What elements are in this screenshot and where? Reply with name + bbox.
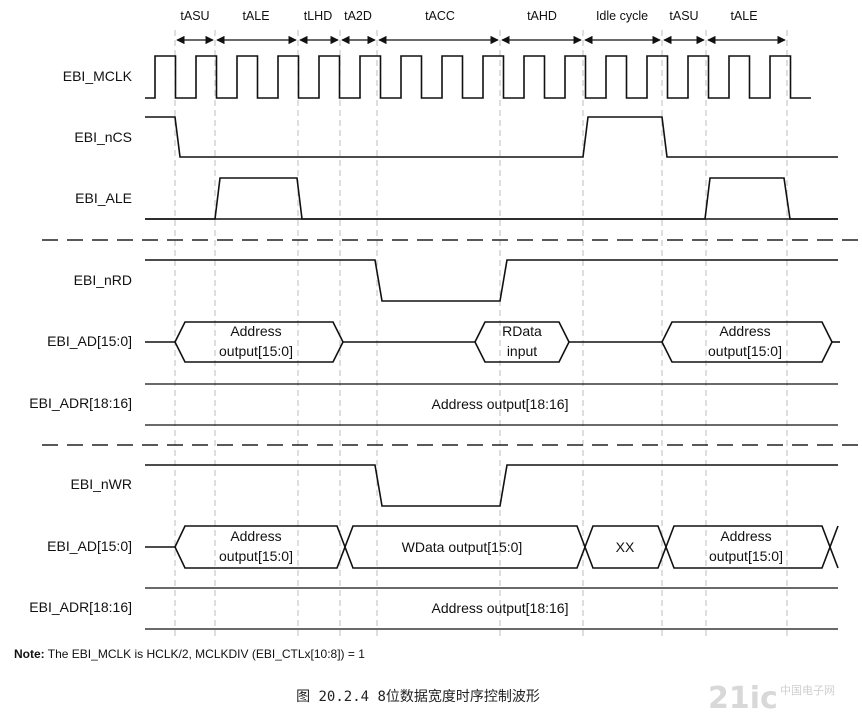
- signal-label-adr-write: EBI_ADR[18:16]: [29, 599, 132, 615]
- write-address2-text-line1: Address: [720, 528, 771, 544]
- signal-labels: EBI_MCLK EBI_nCS EBI_ALE EBI_nRD EBI_AD[…: [29, 68, 132, 615]
- write-adr-text: Address output[18:16]: [432, 600, 569, 616]
- timing-label-tlhd: tLHD: [304, 9, 332, 23]
- ale-waveform: [145, 177, 838, 220]
- timing-labels: tASU tALE tLHD tA2D tACC tAHD Idle cycle…: [180, 9, 757, 23]
- timing-label-tacc: tACC: [425, 9, 455, 23]
- timing-label-idle-cycle: Idle cycle: [596, 9, 648, 23]
- write-address2-text-line2: output[15:0]: [709, 548, 783, 564]
- ale-waveform-second-pulse: [145, 177, 838, 220]
- timing-label-tale-2: tALE: [730, 9, 757, 23]
- read-address-text-line2: output[15:0]: [219, 343, 293, 359]
- signal-label-adr-read: EBI_ADR[18:16]: [29, 395, 132, 411]
- adr-read-bus: Address output[18:16]: [145, 383, 838, 426]
- adr-write-bus: Address output[18:16]: [145, 587, 838, 630]
- timing-label-tasu-2: tASU: [669, 9, 698, 23]
- write-address-text-line2: output[15:0]: [219, 548, 293, 564]
- signal-label-ncs: EBI_nCS: [74, 129, 132, 145]
- mclk-waveform: [145, 55, 811, 99]
- timing-label-tahd: tAHD: [527, 9, 557, 23]
- timing-label-ta2d: tA2D: [344, 9, 372, 23]
- write-wdata-text: WData output[15:0]: [402, 539, 523, 555]
- read-address2-text-line2: output[15:0]: [708, 343, 782, 359]
- read-address-text-line1: Address: [230, 323, 281, 339]
- timing-label-tasu: tASU: [180, 9, 209, 23]
- note-text: Note: The EBI_MCLK is HCLK/2, MCLKDIV (E…: [14, 647, 365, 661]
- read-rdata-text-line2: input: [507, 343, 537, 359]
- signal-label-mclk: EBI_MCLK: [63, 68, 133, 84]
- watermark-logo: 21ic: [708, 681, 778, 716]
- ad-write-bus: Address output[15:0] WData output[15:0] …: [145, 525, 839, 569]
- timing-label-tale: tALE: [242, 9, 269, 23]
- ncs-waveform: [145, 116, 838, 158]
- signal-label-ad-write: EBI_AD[15:0]: [47, 538, 132, 554]
- signal-label-ad-read: EBI_AD[15:0]: [47, 333, 132, 349]
- ad-write-next-segment-start: [829, 525, 839, 569]
- read-rdata-text-line1: RData: [502, 323, 542, 339]
- note-prefix: Note:: [14, 647, 45, 661]
- figure-caption: 图 20.2.4 8位数据宽度时序控制波形: [296, 688, 540, 705]
- signal-label-nrd: EBI_nRD: [74, 272, 132, 288]
- write-address-text-line1: Address: [230, 528, 281, 544]
- ad-read-bus: Address output[15:0] RData input Address…: [145, 321, 840, 363]
- watermark-subtext: 中国电子网: [780, 684, 835, 697]
- read-adr-text: Address output[18:16]: [432, 396, 569, 412]
- write-xx-text: XX: [616, 539, 635, 555]
- note-body: The EBI_MCLK is HCLK/2, MCLKDIV (EBI_CTL…: [45, 647, 366, 661]
- signal-label-ale: EBI_ALE: [75, 190, 132, 206]
- nwr-waveform: [145, 464, 838, 507]
- nrd-waveform: [145, 259, 838, 302]
- read-address2-text-line1: Address: [719, 323, 770, 339]
- signal-label-nwr: EBI_nWR: [71, 476, 132, 492]
